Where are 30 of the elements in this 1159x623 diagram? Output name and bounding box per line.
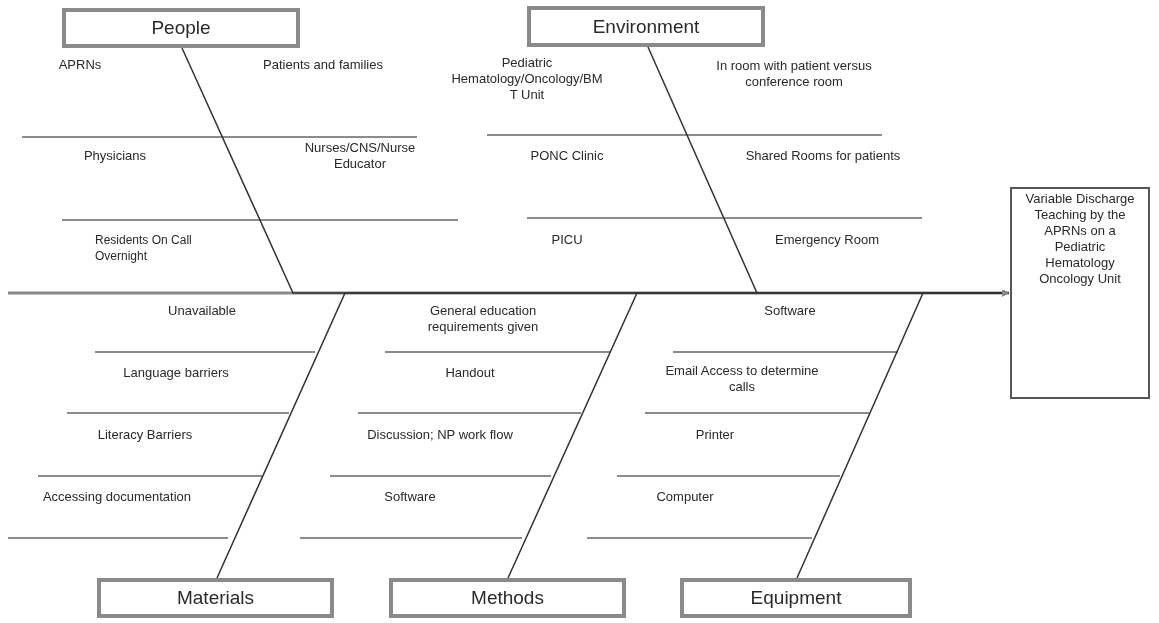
cause-text: Email Access to determine calls <box>664 363 820 395</box>
cause-text: Discussion; NP work flow <box>366 427 514 443</box>
category-box: Materials <box>97 578 334 618</box>
cause-text: General education requirements given <box>426 303 540 335</box>
cause-text: APRNs <box>57 57 103 73</box>
cause-text: Residents On Call Overnight <box>95 232 193 264</box>
category-box: Environment <box>527 6 765 47</box>
category-box: People <box>62 8 300 48</box>
cause-text: Emergency Room <box>773 232 880 248</box>
cause-text: Software <box>763 303 817 319</box>
category-box: Methods <box>389 578 626 618</box>
cause-text: In room with patient versus conference room <box>715 58 873 90</box>
cause-text: Literacy Barriers <box>96 427 194 443</box>
cause-text: Handout <box>444 365 496 381</box>
cause-text: Computer <box>655 489 715 505</box>
cause-text: Software <box>383 489 437 505</box>
cause-text: Shared Rooms for patients <box>744 148 902 164</box>
cause-text: Patients and families <box>262 57 384 73</box>
cause-text: Unavailable <box>167 303 237 319</box>
cause-text: Language barriers <box>122 365 230 381</box>
cause-text: Physicians <box>82 148 148 164</box>
cause-text: PICU <box>550 232 584 248</box>
cause-text: Accessing documentation <box>41 489 193 505</box>
spine-arrow <box>8 289 1009 297</box>
category-box: Equipment <box>680 578 912 618</box>
cause-text: Nurses/CNS/Nurse Educator <box>303 140 417 172</box>
cause-text: Printer <box>694 427 736 443</box>
effect-box: Variable Discharge Teaching by the APRNs on a Pediatric Hematology Oncology Unit <box>1010 187 1150 399</box>
cause-text: PONC Clinic <box>529 148 605 164</box>
cause-text: Pediatric Hematology/Oncology/BM T Unit <box>450 55 604 103</box>
